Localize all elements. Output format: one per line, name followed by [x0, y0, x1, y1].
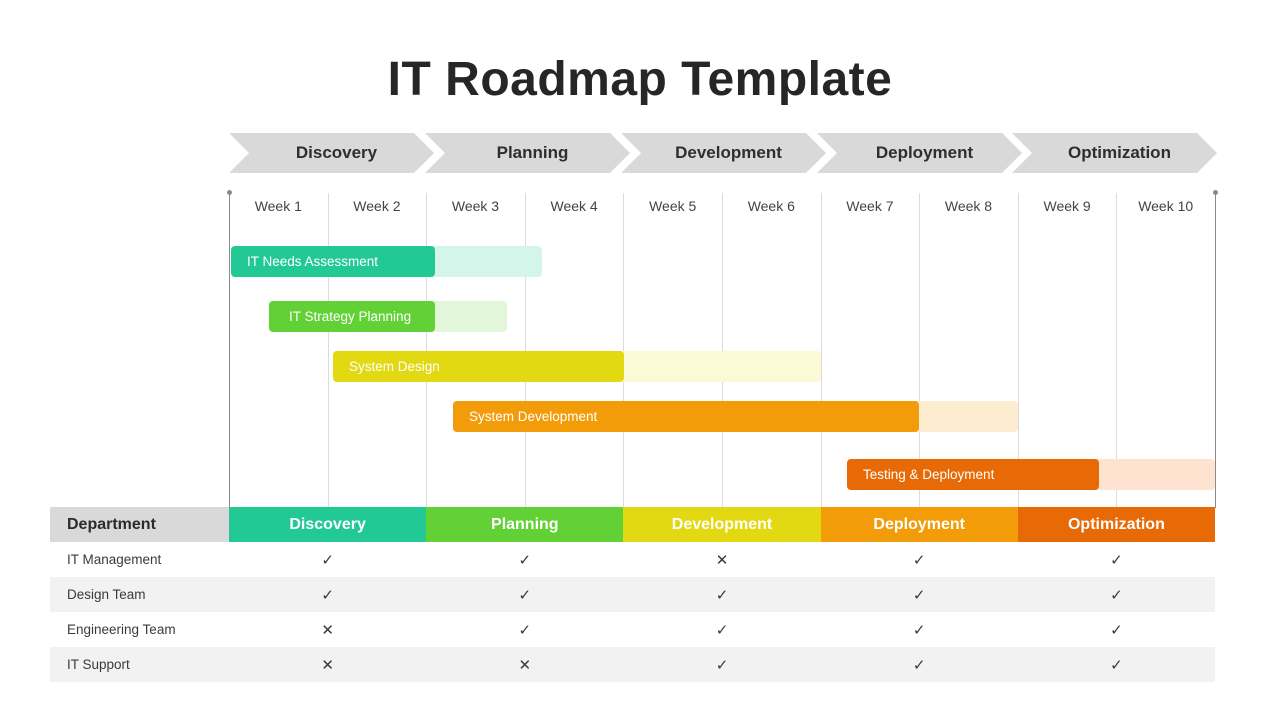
dept-name: IT Management	[67, 552, 162, 567]
axis-right-line	[1215, 193, 1216, 508]
week-label: Week 5	[649, 198, 697, 214]
page-title: IT Roadmap Template	[387, 53, 893, 106]
week-label: Week 2	[353, 198, 401, 214]
axis-left-line	[229, 193, 230, 508]
status-cell: ✓	[912, 586, 926, 604]
task-bar-system-design[interactable]: System Design	[333, 351, 624, 382]
week-label: Week 3	[451, 198, 500, 214]
grid-line	[1017, 193, 1019, 508]
gantt-chart: Week 1 Week 2 Week 3 Week 4 Week 5 Week …	[227, 190, 1218, 508]
phase-chevrons: Discovery Planning Development Deploymen…	[229, 133, 1219, 173]
phase-label: Optimization	[1068, 143, 1171, 162]
phase-label: Planning	[496, 143, 569, 162]
phase-label: Development	[675, 143, 782, 162]
header-discovery: Discovery	[229, 507, 427, 542]
phase-label: Deployment	[875, 143, 974, 162]
table-row: IT Support ✕ ✕ ✓ ✓ ✓	[50, 647, 1215, 682]
grid-line	[426, 193, 428, 508]
status-cell: ✓	[518, 586, 532, 604]
status-cell: ✓	[518, 551, 532, 569]
phase-optimization: Optimization	[1012, 133, 1217, 173]
status-cell: ✓	[321, 551, 334, 569]
table-header-row: Department Discovery Planning Developmen…	[50, 507, 1216, 542]
grid-line	[623, 193, 625, 508]
dept-name: IT Support	[67, 657, 130, 672]
phase-discovery: Discovery	[229, 133, 434, 173]
header-planning: Planning	[426, 507, 624, 542]
status-cell: ✕	[321, 656, 334, 674]
task-bar-testing-deployment[interactable]: Testing & Deployment	[847, 459, 1099, 490]
status-cell: ✓	[912, 551, 926, 569]
department-table: Department Discovery Planning Developmen…	[50, 507, 1216, 682]
status-cell: ✓	[715, 621, 729, 639]
table-row: Design Team ✓ ✓ ✓ ✓ ✓	[50, 577, 1215, 612]
phase-development: Development	[621, 133, 826, 173]
grid-line	[524, 193, 526, 508]
phase-label: Discovery	[295, 143, 378, 162]
dept-name: Design Team	[67, 587, 146, 602]
week-label: Week 9	[1043, 198, 1091, 214]
status-cell: ✕	[518, 656, 532, 674]
status-cell: ✓	[912, 656, 926, 674]
status-cell: ✓	[1110, 621, 1123, 639]
week-label: Week 10	[1138, 198, 1194, 214]
status-cell: ✓	[912, 621, 926, 639]
header-deployment: Deployment	[820, 507, 1018, 542]
status-cell: ✓	[715, 586, 729, 604]
header-development: Development	[623, 507, 821, 542]
week-label: Week 7	[846, 198, 894, 214]
status-cell: ✓	[1110, 551, 1123, 569]
status-cell: ✕	[321, 621, 334, 639]
status-cell: ✕	[715, 551, 729, 569]
table-row: Engineering Team ✕ ✓ ✓ ✓ ✓	[50, 612, 1215, 647]
grid-line	[1116, 193, 1118, 508]
status-cell: ✓	[1110, 656, 1123, 674]
week-label: Week 8	[944, 198, 993, 214]
grid-line	[327, 193, 329, 508]
table-row: IT Management ✓ ✓ ✕ ✓ ✓	[50, 542, 1215, 577]
dept-name: Engineering Team	[67, 622, 176, 637]
status-cell: ✓	[1110, 586, 1123, 604]
header-department: Department	[50, 507, 229, 542]
header-optimization: Optimization	[1017, 507, 1216, 542]
axis-start-dot	[227, 190, 232, 195]
status-cell: ✓	[715, 656, 729, 674]
status-cell: ✓	[518, 621, 532, 639]
task-bar-it-needs-assessment[interactable]: IT Needs Assessment	[231, 246, 435, 277]
grid-line	[919, 193, 921, 508]
week-label: Week 4	[550, 198, 598, 214]
task-bar-it-strategy-planning[interactable]: IT Strategy Planning	[269, 301, 435, 332]
task-bar-system-development[interactable]: System Development	[453, 401, 919, 432]
week-label: Week 1	[254, 198, 302, 214]
phase-deployment: Deployment	[817, 133, 1022, 173]
phase-planning: Planning	[425, 133, 630, 173]
grid-line	[820, 193, 822, 508]
week-label: Week 6	[747, 198, 795, 214]
grid-line	[722, 193, 723, 508]
status-cell: ✓	[321, 586, 334, 604]
axis-end-dot	[1213, 190, 1218, 195]
